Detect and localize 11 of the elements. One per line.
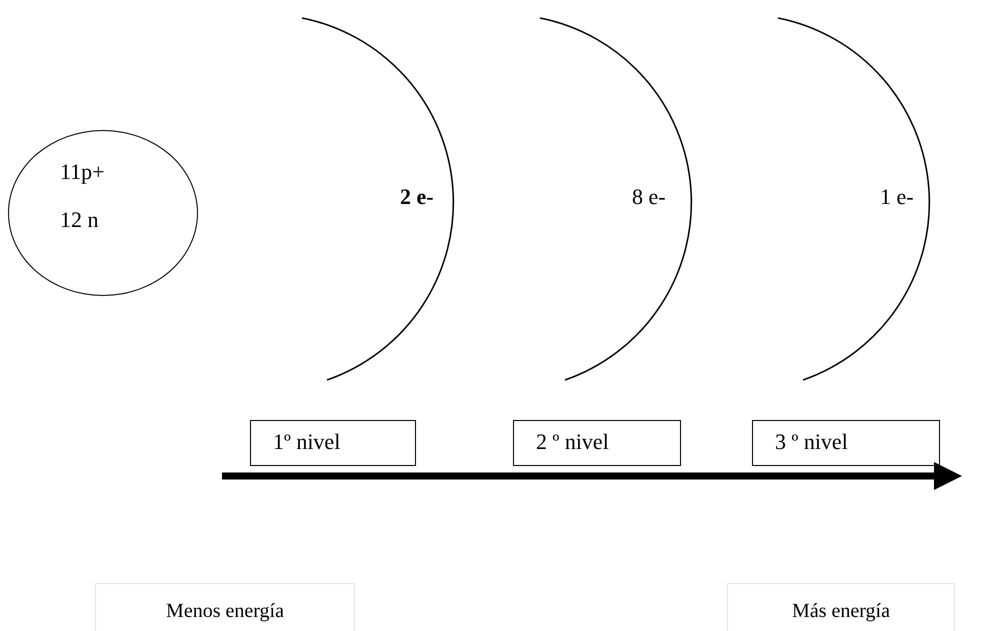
- energy-label-box: Más energía: [727, 583, 955, 631]
- level-box: 2 º nivel: [513, 420, 681, 466]
- particle-count: 12 n: [60, 207, 98, 233]
- particle-count: 11p+: [60, 159, 105, 185]
- level-box: 3 º nivel: [752, 420, 940, 466]
- energy-label-box: Menos energía: [95, 583, 355, 631]
- electron-count: 2 e-: [400, 184, 434, 210]
- electron-count: 8 e-: [632, 184, 666, 210]
- nucleus-ellipse: [8, 130, 198, 296]
- electron-count: 1 e-: [880, 184, 914, 210]
- level-box: 1º nivel: [250, 420, 416, 466]
